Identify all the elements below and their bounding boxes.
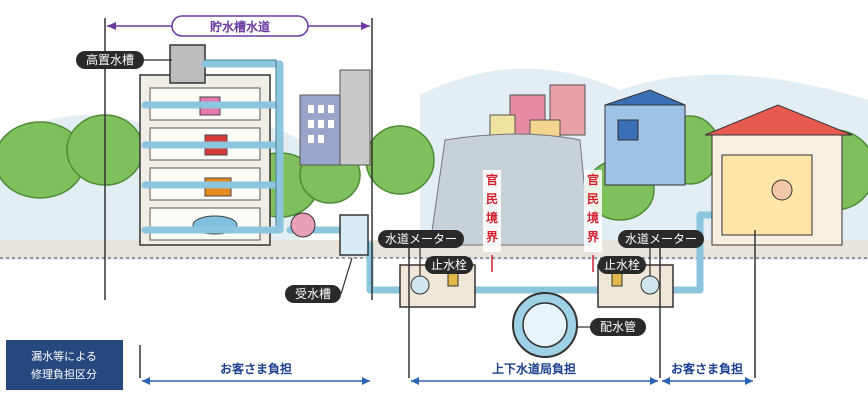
legend-line1: 漏水等による: [31, 349, 97, 363]
label-stop-valve-left: 止水栓: [425, 256, 473, 274]
boundary-right-c1: 民: [587, 192, 599, 206]
responsibility-right: お客さま負担: [671, 361, 743, 376]
label-receiving-tank: 受水槽: [285, 257, 353, 303]
legend-line2: 修理負担区分: [31, 367, 97, 381]
label-stop-valve-right: 止水栓: [598, 256, 646, 274]
legend-box: 漏水等による 修理負担区分: [6, 340, 123, 390]
svg-text:受水槽: 受水槽: [295, 287, 331, 301]
road: [429, 133, 591, 246]
storage-water-title: 貯水槽水道: [210, 19, 270, 34]
boundary-right-c2: 境: [587, 210, 599, 225]
water-pipes: [141, 60, 734, 304]
arrow-heads: [142, 377, 753, 385]
responsibility-left: お客さま負担: [220, 361, 292, 376]
svg-text:水道メーター: 水道メーター: [385, 232, 457, 246]
label-boundary-right: 官 民 境 界: [584, 170, 602, 252]
right-house: [704, 104, 853, 246]
boundary-left-c2: 境: [486, 210, 498, 225]
boundary-left-c3: 界: [486, 229, 498, 244]
responsibility-center: 上下水道局負担: [492, 361, 576, 376]
label-water-meter-right: 水道メーター: [618, 230, 704, 276]
boundary-left-c1: 民: [486, 192, 498, 206]
svg-text:配水管: 配水管: [600, 319, 636, 334]
boundary-right-c3: 界: [587, 229, 599, 244]
boundary-red-lines: [491, 255, 594, 272]
boundary-left-c0: 官: [486, 172, 498, 187]
svg-text:止水栓: 止水栓: [431, 257, 467, 272]
label-elevated-tank: 高置水槽: [76, 51, 172, 69]
storage-water-bracket: 貯水槽水道: [107, 15, 370, 37]
label-water-meter-left: 水道メーター: [378, 230, 464, 276]
label-main-pipe: 配水管: [577, 318, 646, 336]
svg-text:水道メーター: 水道メーター: [625, 232, 697, 246]
svg-text:止水栓: 止水栓: [604, 257, 640, 272]
distant-buildings: [299, 69, 686, 186]
svg-text:高置水槽: 高置水槽: [86, 52, 134, 67]
main-pipe: [512, 292, 578, 358]
label-boundary-left: 官 民 境 界: [483, 170, 501, 252]
boundary-right-c0: 官: [587, 172, 599, 187]
receiving-tank: [290, 212, 369, 256]
